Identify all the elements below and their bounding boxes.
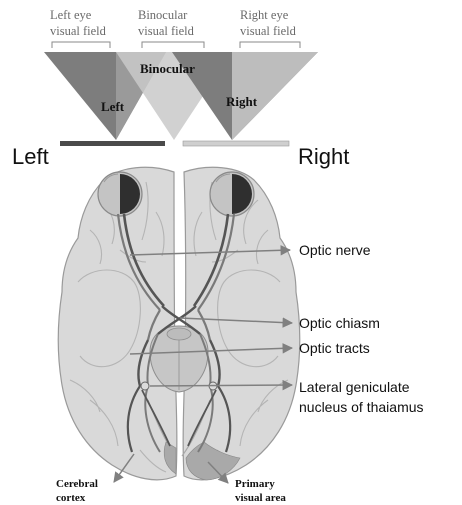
left-field-bar [60, 141, 165, 146]
lgn-callout-line [150, 385, 292, 386]
left-eye [98, 172, 142, 216]
binocular-triangle-label: Binocular [140, 61, 195, 76]
right-eye [210, 172, 254, 216]
binocular-field-bracket [142, 42, 204, 48]
right-side-label: Right [298, 144, 349, 169]
optic-nerve-label: Optic nerve [299, 242, 371, 258]
hypothalamus [167, 328, 191, 340]
left-eye-field-label: Left eye visual field [50, 8, 107, 38]
brain [58, 167, 300, 480]
right-field-bar [183, 141, 289, 146]
primary-visual-area-label: Primary visual area [235, 478, 286, 504]
left-field-bracket [52, 42, 110, 48]
left-side-label: Left [12, 144, 49, 169]
right-triangle-label: Right [226, 94, 258, 109]
left-triangle-label: Left [101, 99, 125, 114]
right-field-bracket [240, 42, 300, 48]
field-brackets [52, 42, 300, 48]
optic-tracts-label: Optic tracts [299, 340, 370, 356]
right-eye-field-label: Right eye visual field [240, 8, 297, 38]
cerebral-cortex-label: Cerebral cortex [56, 478, 101, 504]
optic-chiasm-label: Optic chiasm [299, 315, 380, 331]
binocular-field-label: Binocular visual field [138, 8, 195, 38]
lgn-label: Lateral geniculate nucleus of thaiamus [299, 379, 424, 415]
left-lgn [141, 382, 149, 390]
